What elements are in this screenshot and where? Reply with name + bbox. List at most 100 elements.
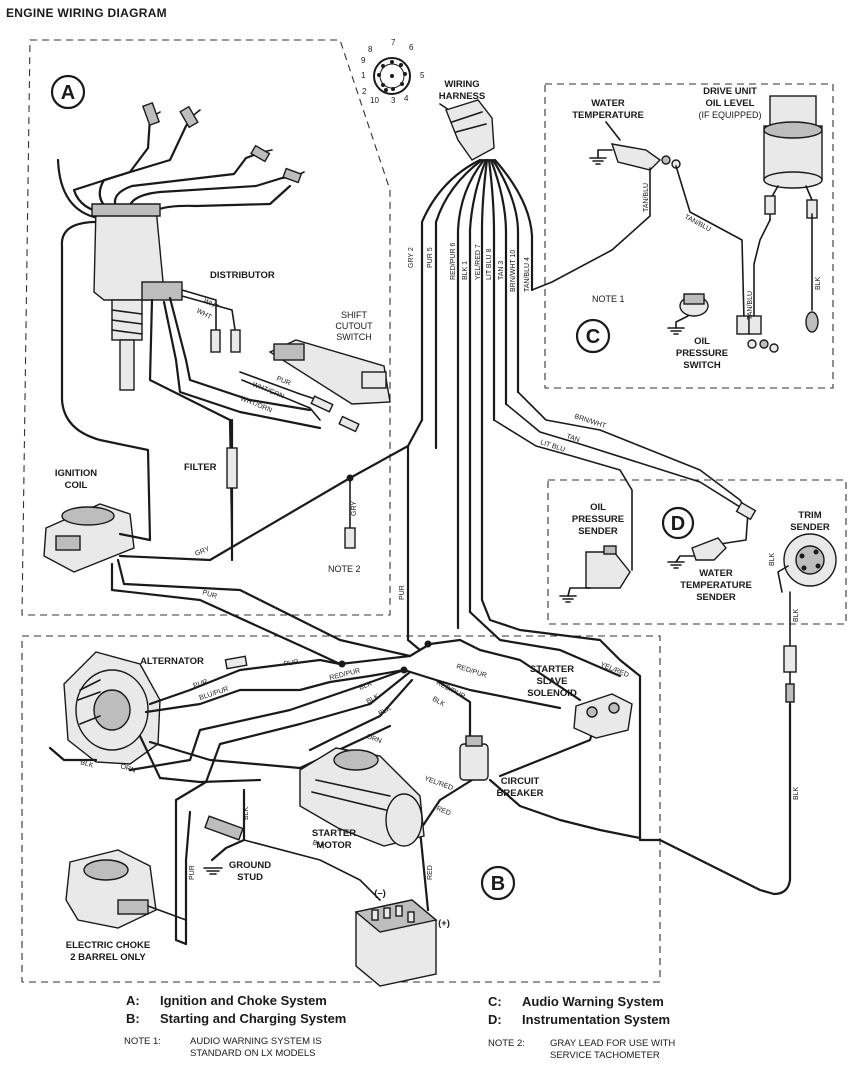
page-title: ENGINE WIRING DIAGRAM [6,6,167,20]
wire-label: BRN/WHT 10 [510,250,517,292]
circuit-breaker-label: CIRCUIT [501,776,540,787]
wire-label: RED [427,865,434,880]
section-c-boundary [544,83,834,389]
starter-motor-label: MOTOR [316,840,351,851]
legend-key: C: [488,994,502,1009]
wire-label: TAN/BLU [747,291,754,320]
legend-text: Audio Warning System [522,994,664,1009]
svg-text:D: D [671,513,685,535]
section-boundaries [21,39,847,983]
wire-label: LIT BLU [539,439,565,454]
section-c-wires [531,165,819,353]
shift-cutout-label: CUTOUT [335,321,373,331]
starter-slave-solenoid [573,693,633,739]
section-b-boundary [21,635,661,983]
legend-text: Ignition and Choke System [160,993,327,1008]
ignition-coil-label: COIL [65,480,88,491]
filter [226,418,238,562]
coil-wires [110,418,424,666]
pin-label: 3 [391,96,396,105]
trim-sender-label: TRIM [798,510,821,521]
wire-label: BLK [358,680,373,692]
legend-item-b: B:Starting and Charging System [126,1011,346,1026]
battery-negative-label: (–) [374,888,386,899]
pin-label: 9 [361,56,366,65]
legend-item-d: D: Instrumentation System [488,1012,670,1027]
pin-label: 8 [368,45,373,54]
starter-motor-label: STARTER [312,828,356,839]
wire-label: RED/PUR [435,680,466,701]
trim-sender [777,533,837,593]
harness-bundle [420,158,534,630]
section-a-badge: A [50,74,86,110]
battery [354,899,438,987]
section-d-badge: D [661,506,695,540]
water-temperature-label: TEMPERATURE [572,110,644,121]
legend-text: Starting and Charging System [160,1011,347,1026]
oil-pressure-switch-label: SWITCH [683,360,721,371]
pin-label: 5 [420,71,425,80]
note-2-label: NOTE 2: [488,1038,525,1049]
wire-label: BLK [311,839,326,851]
wire-label: YEL/RED 7 [475,244,482,280]
wire-label: BLK [378,705,393,718]
legend-text: Instrumentation System [522,1012,671,1027]
wire-label: YEL/RED [423,775,454,792]
wire-label: BLK [243,806,250,820]
harness-connector: 1 2 3 4 5 6 7 8 9 10 [361,38,425,105]
ground-stud-label: STUD [237,872,263,883]
pin-label: 7 [391,38,396,47]
legend-key: A: [126,993,140,1008]
starter-motor [299,747,425,847]
section-d-wires [493,391,757,571]
wire-label: GRY 2 [408,247,415,268]
alternator-label: ALTERNATOR [140,656,204,667]
pin-label: 6 [409,43,414,52]
solenoid-label: SOLENOID [527,688,577,699]
oil-pressure-switch-label: OIL [694,336,710,347]
distributor-label: DISTRIBUTOR [210,270,275,281]
wire-label: WHT/GRN [251,381,285,400]
battery-positive-label: (+) [438,918,450,929]
wire-label: RED [435,805,451,817]
wire-label: TAN/BLU [643,183,650,212]
ignition-coil [43,503,152,573]
section-b-badge: B [480,865,516,901]
note-1-line: STANDARD ON LX MODELS [190,1048,316,1059]
water-temperature-switch [589,143,681,171]
water-temperature-label: WATER [591,98,625,109]
electric-choke-label: 2 BARREL ONLY [70,952,146,963]
pin-label: 10 [370,96,379,105]
circuit-breaker-label: BREAKER [497,788,544,799]
water-temp-sender-label: SENDER [696,592,736,603]
drive-unit-label: (IF EQUIPPED) [698,110,761,120]
note-2-line: GRAY LEAD FOR USE WITH [550,1038,676,1049]
solenoid-label: SLAVE [537,676,568,687]
wire-label: WHT [202,298,220,312]
filter-label: FILTER [184,462,217,473]
water-temp-sender-label: WATER [699,568,733,579]
legend-key: D: [488,1012,502,1027]
section-b-wires [48,598,662,946]
wire-label: BLK [769,552,776,566]
water-temperature-sender [667,537,727,569]
wire-label: PUR [189,865,196,880]
oil-pressure-sender-label: PRESSURE [572,514,624,525]
ground-stud-label: GROUND [229,860,271,871]
wire-label: BLK [79,759,94,769]
shift-cutout-label: SWITCH [336,332,372,342]
wire-label: BLK 1 [462,261,469,280]
ground-stud [203,788,381,901]
note2-reference: NOTE 2 [328,564,361,574]
section-c-badge: C [575,318,611,354]
wire-label: TAN 3 [498,261,505,280]
wire-label: ORN [365,733,382,745]
pin-label: 2 [362,87,367,96]
section-a-boundary [21,39,391,616]
note-2-line: SERVICE TACHOMETER [550,1050,660,1061]
wire-label: BLK [793,786,800,800]
wire-label: TAN/BLU 4 [524,257,531,292]
wire-label: BLK [793,608,800,622]
svg-text:A: A [61,82,75,104]
